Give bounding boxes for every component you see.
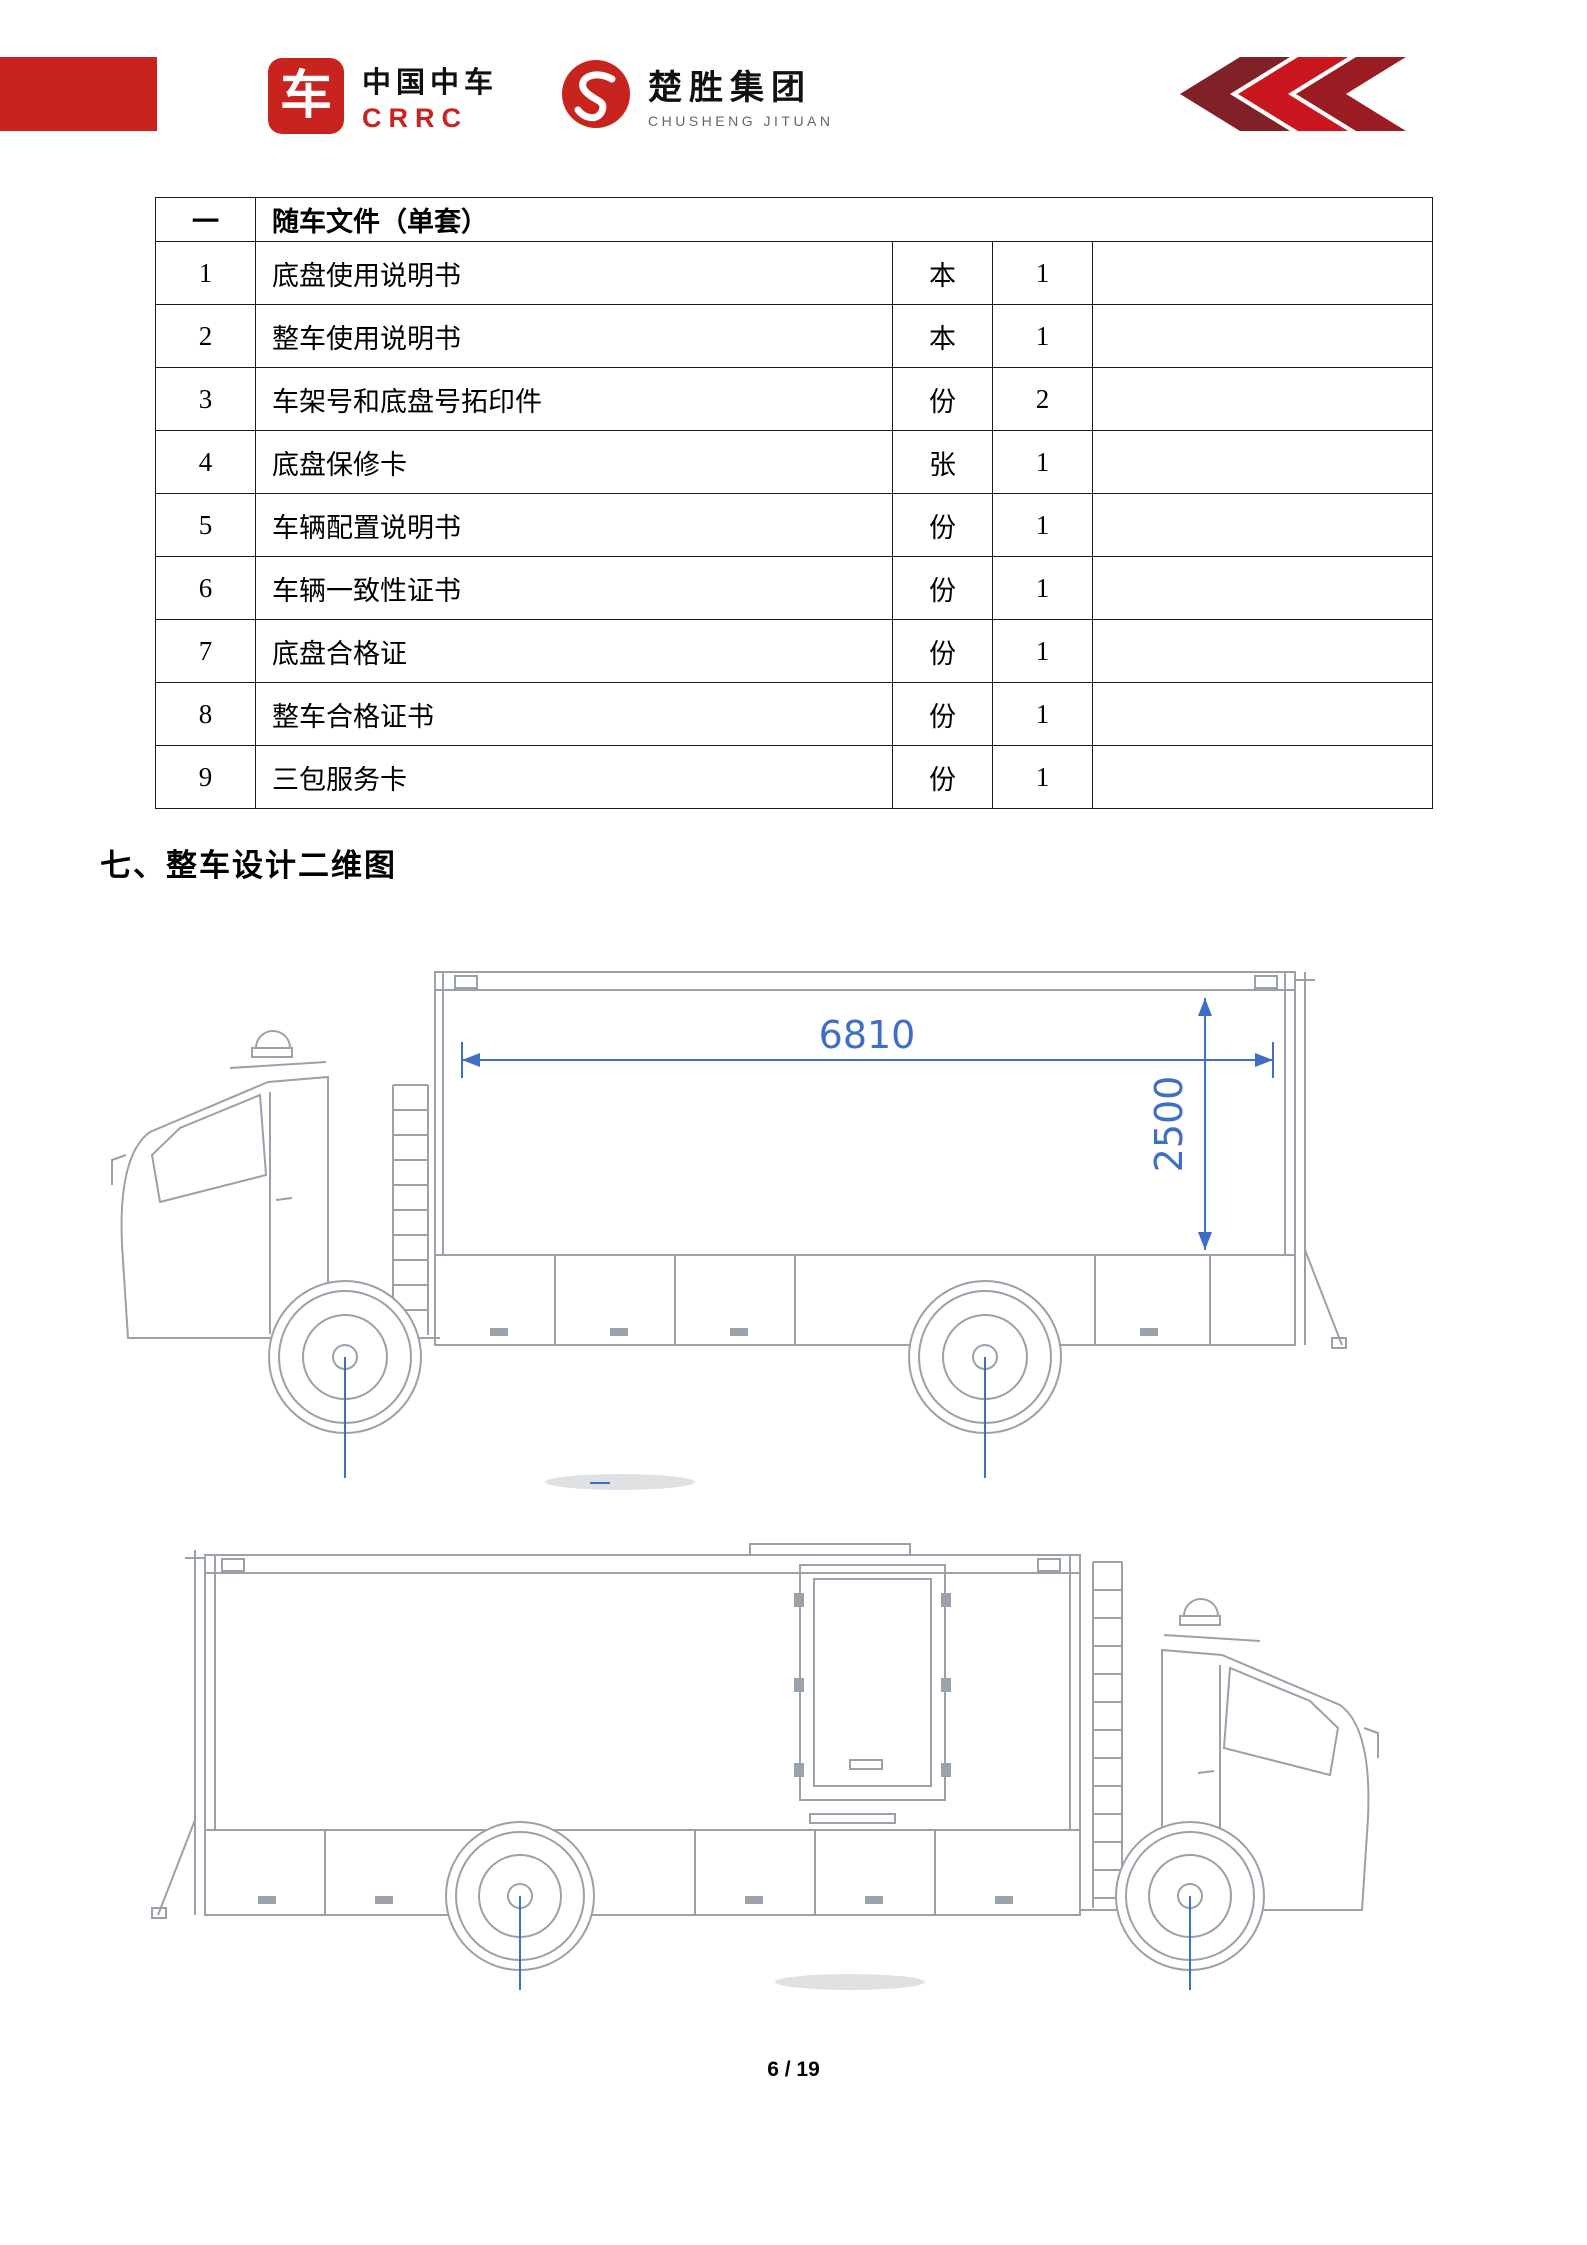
row-unit: 份	[892, 682, 993, 746]
chusheng-name-cn: 楚胜集团	[648, 68, 812, 107]
accompanying-documents-table: 一 随车文件（单套） 1 底盘使用说明书 本 1 2 整车使用说明书 本 1 3…	[155, 197, 1433, 809]
row-unit: 本	[892, 304, 993, 368]
row-blank	[1092, 430, 1433, 494]
section-index: 一	[155, 197, 256, 242]
truck2-centerlines	[519, 1896, 1191, 1990]
truck1-cab	[111, 1030, 440, 1339]
truck-side-view-drawing-2	[151, 1543, 1379, 1990]
row-name: 车辆配置说明书	[255, 493, 893, 557]
truck2-ladder	[1092, 1561, 1123, 1908]
row-name: 车辆一致性证书	[255, 556, 893, 620]
row-blank	[1092, 619, 1433, 683]
truck2-rear-door	[794, 1564, 951, 1824]
row-qty: 2	[992, 367, 1093, 431]
truck-side-view-drawing-1: 6810 2500	[111, 971, 1347, 1490]
truck1-ladder	[392, 1084, 429, 1335]
table-section-row: 一 随车文件（单套）	[155, 197, 1433, 242]
table-row: 5 车辆配置说明书 份 1	[155, 493, 1433, 557]
row-no: 3	[155, 367, 256, 431]
truck1-box-body	[434, 971, 1296, 1256]
table-row: 9 三包服务卡 份 1	[155, 745, 1433, 809]
row-qty: 1	[992, 745, 1093, 809]
truck1-centerlines	[344, 1357, 986, 1484]
section-title: 随车文件（单套）	[255, 197, 1433, 242]
row-name: 底盘使用说明书	[255, 241, 893, 305]
dimension-length-label: 6810	[819, 1013, 916, 1057]
truck2-skirt	[204, 1829, 1081, 1916]
row-blank	[1092, 304, 1433, 368]
table-row: 3 车架号和底盘号拓印件 份 2	[155, 367, 1433, 431]
row-name: 车架号和底盘号拓印件	[255, 367, 893, 431]
row-qty: 1	[992, 304, 1093, 368]
row-no: 8	[155, 682, 256, 746]
row-name: 整车使用说明书	[255, 304, 893, 368]
section-heading: 七、整车设计二维图	[100, 848, 397, 883]
row-unit: 份	[892, 745, 993, 809]
row-no: 7	[155, 619, 256, 683]
header-red-bar	[0, 57, 157, 131]
row-no: 9	[155, 745, 256, 809]
table-row: 4 底盘保修卡 张 1	[155, 430, 1433, 494]
row-blank	[1092, 745, 1433, 809]
row-blank	[1092, 682, 1433, 746]
crrc-name-en: CRRC	[362, 102, 468, 133]
crrc-icon-glyph: 车	[279, 67, 332, 125]
row-qty: 1	[992, 493, 1093, 557]
row-blank	[1092, 493, 1433, 557]
row-qty: 1	[992, 556, 1093, 620]
truck1-skirt	[434, 1254, 1296, 1346]
truck1-wheels	[268, 1280, 1062, 1434]
row-qty: 1	[992, 619, 1093, 683]
page-number: 6 / 19	[767, 2058, 820, 2081]
header-arrows-decoration	[1180, 57, 1406, 131]
truck1-height-dimension: 2500	[1147, 998, 1212, 1250]
crrc-logo-icon: 车	[268, 58, 344, 134]
row-blank	[1092, 556, 1433, 620]
row-blank	[1092, 367, 1433, 431]
row-no: 1	[155, 241, 256, 305]
table-row: 8 整车合格证书 份 1	[155, 682, 1433, 746]
row-qty: 1	[992, 241, 1093, 305]
truck2-rear-frame	[151, 1550, 205, 1919]
crrc-logo: 车 中国中车 CRRC	[268, 58, 498, 134]
row-no: 2	[155, 304, 256, 368]
row-no: 6	[155, 556, 256, 620]
row-name: 三包服务卡	[255, 745, 893, 809]
truck1-rear-frame	[1295, 972, 1347, 1349]
table-row: 7 底盘合格证 份 1	[155, 619, 1433, 683]
row-blank	[1092, 241, 1433, 305]
row-qty: 1	[992, 682, 1093, 746]
table-row: 1 底盘使用说明书 本 1	[155, 241, 1433, 305]
row-qty: 1	[992, 430, 1093, 494]
row-no: 5	[155, 493, 256, 557]
row-unit: 本	[892, 241, 993, 305]
truck2-wheels	[445, 1821, 1265, 1971]
row-unit: 份	[892, 367, 993, 431]
table-row: 2 整车使用说明书 本 1	[155, 304, 1433, 368]
dimension-height-label: 2500	[1147, 1076, 1191, 1173]
table-row: 6 车辆一致性证书 份 1	[155, 556, 1433, 620]
row-unit: 份	[892, 493, 993, 557]
row-no: 4	[155, 430, 256, 494]
row-unit: 份	[892, 556, 993, 620]
chusheng-name-en: CHUSHENG JITUAN	[648, 112, 834, 129]
chusheng-logo: 楚胜集团 CHUSHENG JITUAN	[560, 58, 834, 130]
row-name: 底盘合格证	[255, 619, 893, 683]
crrc-name-cn: 中国中车	[362, 66, 499, 99]
truck1-length-dimension: 6810	[461, 1013, 1274, 1078]
row-name: 整车合格证书	[255, 682, 893, 746]
row-unit: 份	[892, 619, 993, 683]
chusheng-logo-icon	[562, 60, 630, 128]
row-unit: 张	[892, 430, 993, 494]
row-name: 底盘保修卡	[255, 430, 893, 494]
